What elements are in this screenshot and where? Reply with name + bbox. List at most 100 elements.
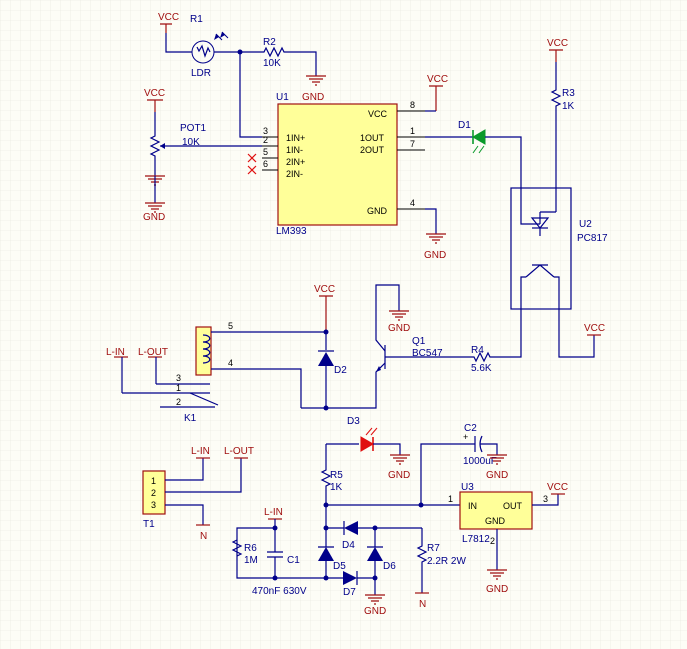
resistor-r5: R5 1K [320,444,343,547]
svg-text:1: 1 [176,383,181,393]
r4-ref: R4 [471,345,484,356]
svg-text:GND: GND [143,212,165,223]
svg-text:6: 6 [263,159,268,169]
svg-text:1IN-: 1IN- [286,145,303,155]
capacitor-c1: C1 470nF 630V [252,528,307,597]
svg-text:L-OUT: L-OUT [224,446,254,457]
net-label-l-out-relay: L-OUT [138,347,168,384]
diode-d7: D7 [326,571,375,598]
c2-value: 1000uF [463,456,497,467]
r4-value: 5.6K [471,363,492,374]
gnd-symbol-q1: GND [388,310,410,334]
svg-text:2IN+: 2IN+ [286,157,305,167]
n-symbol-t1: N [196,524,210,542]
no-connect-markers [247,153,257,175]
wire [485,136,540,225]
svg-text:3: 3 [263,126,268,136]
vcc-symbol-ldr: VCC [158,12,179,33]
svg-text:3: 3 [543,494,548,504]
r3-value: 1K [562,101,575,112]
net-label-l-in-relay: L-IN [106,347,128,393]
u2-part: PC817 [577,233,608,244]
pot1-value: 10K [182,137,200,148]
d4-ref: D4 [342,540,355,551]
svg-text:OUT: OUT [503,501,523,511]
svg-text:2OUT: 2OUT [360,145,385,155]
net-label-l-out-t1: L-OUT [224,446,254,459]
svg-text:5: 5 [228,321,233,331]
svg-text:VCC: VCC [547,482,568,493]
svg-text:N: N [200,531,207,542]
u1-part: LM393 [276,226,307,237]
svg-text:2: 2 [151,488,156,498]
r2-ref: R2 [263,37,276,48]
svg-text:5: 5 [263,147,268,157]
resistor-r2: R2 10K [260,37,317,76]
d2-ref: D2 [334,365,347,376]
wire-non-inverting-input [239,52,262,138]
vcc-symbol-r3: VCC [547,38,568,62]
r1-value: LDR [191,68,211,79]
d6-ref: D6 [383,561,396,572]
q1-ref: Q1 [412,336,426,347]
svg-text:2: 2 [176,397,181,407]
u3-ref: U3 [461,482,474,493]
svg-text:3: 3 [176,373,181,383]
resistor-r6: R6 1M [231,539,258,566]
gnd-symbol-c2: GND [486,454,508,481]
q1-part: BC547 [412,348,443,359]
led-d3-red: D3 [347,416,378,452]
svg-text:IN: IN [468,501,477,511]
diode-d4: D4 [342,521,422,551]
vcc-symbol-pot: VCC [144,88,165,112]
svg-text:VCC: VCC [584,323,605,334]
svg-text:GND: GND [388,323,410,334]
vcc-symbol-u3: VCC [547,482,568,495]
vcc-symbol-relay: VCC [314,284,335,332]
transistor-q1: Q1 BC547 [301,284,443,409]
gnd-symbol-u1: GND [424,233,446,261]
svg-text:1OUT: 1OUT [360,133,385,143]
svg-text:VCC: VCC [144,88,165,99]
svg-text:VCC: VCC [427,74,448,85]
vcc-symbol-u1: VCC [427,74,448,111]
svg-text:L-IN: L-IN [106,347,125,358]
svg-text:8: 8 [410,100,415,110]
svg-text:GND: GND [367,206,388,216]
d1-ref: D1 [458,120,471,131]
r7-ref: R7 [427,543,440,554]
svg-text:GND: GND [302,92,324,103]
ic-u1-lm393: U1 LM393 1IN+ 1IN- 2IN+ 2IN- 1OUT 2OUT V… [262,92,425,237]
r3-ref: R3 [562,88,575,99]
d3-ref: D3 [347,416,360,427]
net-label-l-in-t1: L-IN [191,446,210,459]
wire [236,519,326,579]
potentiometer-pot1: POT1 10K [149,112,207,176]
gnd-symbol-u3: GND [486,569,508,595]
diode-d5: D5 [318,546,346,578]
svg-text:GND: GND [364,606,386,617]
svg-text:4: 4 [410,198,415,208]
svg-text:2: 2 [263,135,268,145]
terminal-t1: 1 2 3 T1 [142,458,242,530]
c2-ref: C2 [464,423,477,434]
svg-text:2IN-: 2IN- [286,169,303,179]
u1-ref: U1 [276,92,289,103]
svg-text:VCC: VCC [368,109,388,119]
vcc-symbol-opto: VCC [584,323,605,336]
c1-value: 470nF 630V [252,586,307,597]
svg-text:VCC: VCC [314,284,335,295]
u2-ref: U2 [579,219,592,230]
resistor-r7: R7 2.2R 2W [416,528,466,593]
svg-text:VCC: VCC [547,38,568,49]
svg-text:GND: GND [486,584,508,595]
svg-text:7: 7 [410,139,415,149]
svg-text:GND: GND [486,470,508,481]
pot1-ref: POT1 [180,123,207,134]
svg-text:GND: GND [424,250,446,261]
d7-ref: D7 [343,587,356,598]
svg-text:+: + [463,432,468,442]
diode-d2: D2 [318,332,347,408]
capacitor-c2: + C2 1000uF [420,423,498,505]
